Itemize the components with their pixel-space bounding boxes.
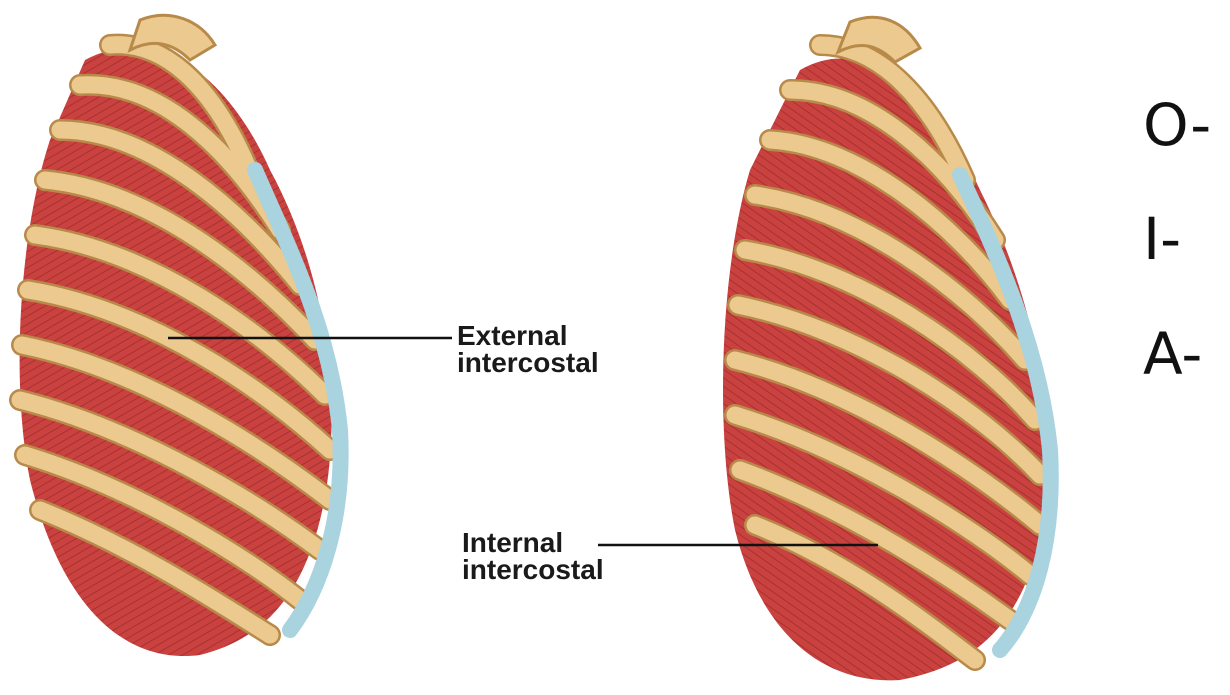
external-label-line2: intercostal xyxy=(457,349,599,376)
internal-label-line2: intercostal xyxy=(462,556,604,583)
external-intercostal-label: External intercostal xyxy=(457,322,599,376)
left-ribcage-external xyxy=(20,15,341,656)
internal-intercostal-label: Internal intercostal xyxy=(462,529,604,583)
right-ribcage-internal xyxy=(723,17,1051,680)
insertion-prompt: I- xyxy=(1143,210,1181,268)
external-label-line1: External xyxy=(457,322,599,349)
origin-prompt: O- xyxy=(1143,96,1211,154)
action-prompt: A- xyxy=(1143,325,1202,383)
internal-label-line1: Internal xyxy=(462,529,604,556)
